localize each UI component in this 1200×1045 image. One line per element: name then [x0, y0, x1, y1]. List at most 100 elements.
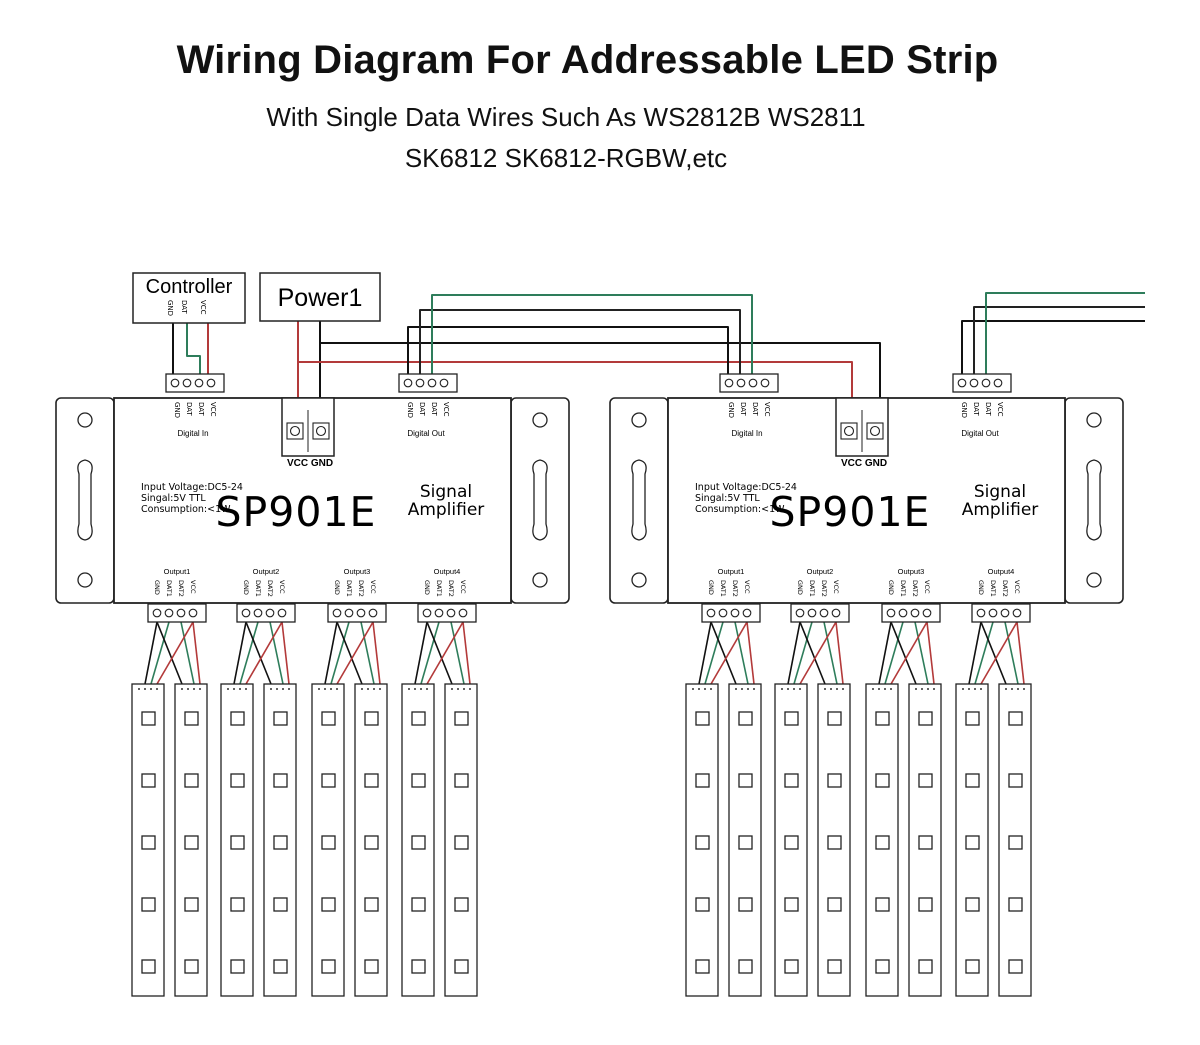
strip-pad-dot: [426, 688, 428, 690]
strip-pad-dot: [150, 688, 152, 690]
output-pin-label: VCC: [743, 580, 751, 594]
led-chip-icon: [184, 897, 199, 912]
led-chip-icon: [875, 959, 890, 974]
led-strip: [817, 683, 851, 997]
strip-pad-dot: [872, 688, 874, 690]
controller-pin-label: GND: [166, 300, 174, 316]
strip-pad-dot: [933, 688, 935, 690]
spec-line: Singal:5V TTL: [141, 493, 206, 504]
screw-hole-icon: [265, 608, 275, 618]
led-chip-icon: [364, 835, 379, 850]
controller-pin-label: VCC: [199, 300, 207, 315]
gnd-wire: [890, 621, 917, 685]
led-chip-icon: [875, 711, 890, 726]
strip-pad-dot: [884, 688, 886, 690]
output-terminal: [701, 603, 761, 623]
led-chip-icon: [273, 897, 288, 912]
digital-in-pin-label: VCC: [763, 402, 771, 417]
keyhole-slot-icon: [532, 459, 548, 541]
led-chip-icon: [965, 711, 980, 726]
led-chip-icon: [827, 711, 842, 726]
output-label: Output2: [807, 567, 834, 576]
led-chip-icon: [273, 773, 288, 788]
strip-pad-dot: [1011, 688, 1013, 690]
strip-pad-dot: [890, 688, 892, 690]
strip-pad-dot: [276, 688, 278, 690]
vcc-wire: [462, 621, 471, 685]
digital-out-pin-label: VCC: [442, 402, 450, 417]
output-pin-label: GND: [796, 580, 804, 595]
gnd-wire: [799, 621, 826, 685]
data-wire: [734, 621, 749, 685]
led-chip-icon: [784, 835, 799, 850]
strip-pad-dot: [753, 688, 755, 690]
led-chip-icon: [454, 835, 469, 850]
data-wire: [1004, 621, 1019, 685]
led-strip: [174, 683, 208, 997]
led-chip-icon: [875, 897, 890, 912]
strip-pad-dot: [138, 688, 140, 690]
onward-gnd-wire: [961, 320, 1145, 383]
screw-hole-icon: [152, 608, 162, 618]
gnd-wire: [324, 621, 338, 685]
output-pin-label: DAT2: [177, 580, 185, 597]
data-wire: [884, 621, 904, 685]
gnd-wire: [156, 621, 183, 685]
output-pin-label: DAT1: [808, 580, 816, 597]
output-pin-label: VCC: [459, 580, 467, 594]
led-strips-layer: [131, 683, 1032, 997]
screw-hole-icon: [981, 378, 991, 388]
led-strip: [955, 683, 989, 997]
gnd-wire: [878, 621, 892, 685]
strip-pad-dot: [199, 688, 201, 690]
led-chip-icon: [141, 959, 156, 974]
led-strip: [311, 683, 345, 997]
spec-line: Consumption:<1W: [141, 504, 231, 515]
led-chip-icon: [184, 835, 199, 850]
gnd-wire: [144, 621, 158, 685]
strip-pad-dot: [787, 688, 789, 690]
data-wire: [974, 621, 994, 685]
output-pin-label: DAT2: [357, 580, 365, 597]
data-wire: [330, 621, 350, 685]
screw-hole-icon: [458, 608, 468, 618]
digital-out-pin-label: DAT: [984, 402, 992, 417]
digital-out-pin-label: DAT: [430, 402, 438, 417]
keyhole-slot-icon: [1086, 459, 1102, 541]
led-chip-icon: [695, 897, 710, 912]
led-chip-icon: [141, 773, 156, 788]
led-strip: [774, 683, 808, 997]
strip-pad-dot: [408, 688, 410, 690]
led-chip-icon: [141, 835, 156, 850]
digital-in-pin-label: GND: [173, 402, 181, 418]
screw-hole-icon: [831, 608, 841, 618]
led-strip: [401, 683, 435, 997]
strip-pad-dot: [239, 688, 241, 690]
screw-hole-icon: [427, 378, 437, 388]
output-pin-label: DAT1: [254, 580, 262, 597]
screw-hole-icon: [760, 378, 770, 388]
led-chip-icon: [738, 959, 753, 974]
digital-in-label: Digital In: [731, 429, 762, 438]
link-line-wire: [419, 309, 741, 383]
strip-pad-dot: [842, 688, 844, 690]
output-terminal: [881, 603, 941, 623]
strip-pad-dot: [469, 688, 471, 690]
vcc-wire: [926, 621, 935, 685]
screw-hole-icon: [170, 378, 180, 388]
led-chip-icon: [321, 897, 336, 912]
strip-pad-dot: [361, 688, 363, 690]
led-chip-icon: [965, 897, 980, 912]
digital-out-pin-label: VCC: [996, 402, 1004, 417]
strip-pad-dot: [735, 688, 737, 690]
led-chip-icon: [695, 959, 710, 974]
led-chip-icon: [918, 773, 933, 788]
digital-out-pin-label: GND: [406, 402, 414, 418]
output-pin-label: GND: [333, 580, 341, 595]
led-chip-icon: [454, 773, 469, 788]
vcc-wire: [245, 621, 283, 685]
led-chip-icon: [827, 773, 842, 788]
digital-in-pin-label: GND: [727, 402, 735, 418]
